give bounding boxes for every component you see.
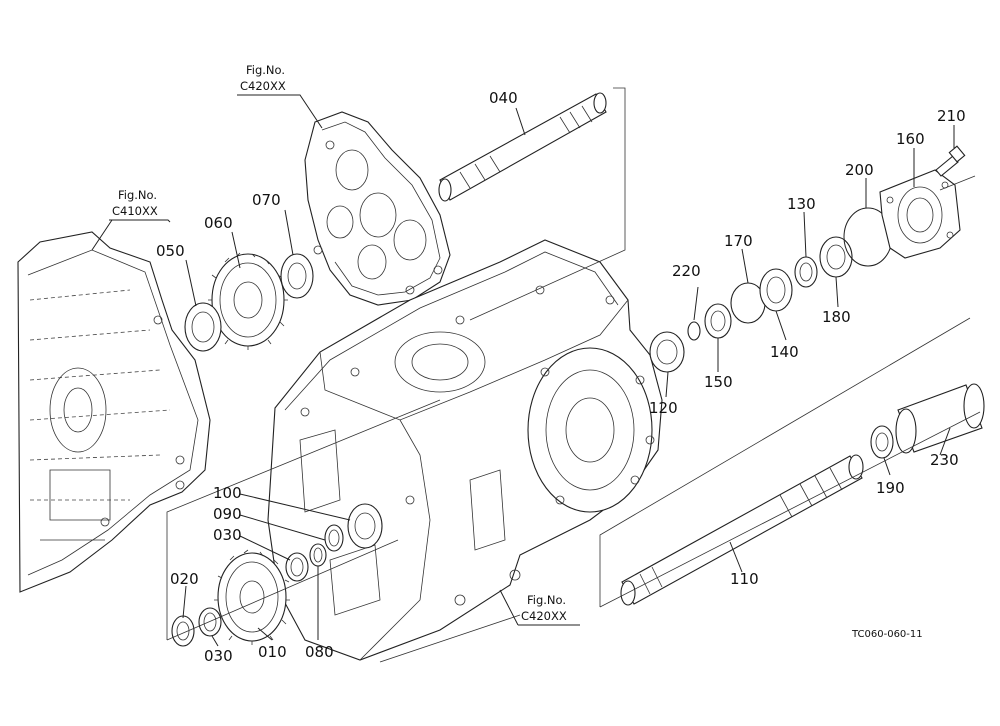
bearing-070 — [280, 253, 314, 299]
cover-plate — [304, 111, 451, 306]
needle-bearing-030b — [198, 607, 222, 637]
bearing-holder-160 — [879, 169, 961, 259]
label-130: 130 — [787, 195, 816, 213]
needle-bearing-030a — [285, 552, 309, 582]
label-230: 230 — [930, 451, 959, 469]
figure-ref-line1: Fig.No. — [527, 593, 566, 607]
shaft-110 — [620, 454, 864, 606]
label-100: 100 — [213, 484, 242, 502]
shaft-040 — [438, 92, 607, 202]
label-110: 110 — [730, 570, 759, 588]
ring-080 — [309, 543, 327, 567]
part-labels: 040 060 050 070 100 090 030 020 030 010 … — [156, 89, 966, 665]
needle-bearing-120 — [649, 331, 685, 373]
oil-seal-180 — [819, 236, 853, 278]
label-030-lower: 030 — [204, 647, 233, 665]
label-070: 070 — [252, 191, 281, 209]
bolt-210 — [935, 145, 966, 177]
gear-010 — [214, 549, 290, 645]
label-040: 040 — [489, 89, 518, 107]
label-210: 210 — [937, 107, 966, 125]
main-housing — [267, 239, 663, 661]
left-housing — [17, 231, 211, 593]
figure-ref-c420-bottom: Fig.No. C420XX — [499, 589, 580, 626]
label-060: 060 — [204, 214, 233, 232]
bearing-150 — [704, 303, 732, 339]
label-200: 200 — [845, 161, 874, 179]
figure-ref-line2: C420XX — [240, 79, 286, 93]
circlip-220 — [687, 321, 701, 341]
figure-ref-line2: C420XX — [521, 609, 567, 623]
sleeve-230 — [895, 383, 985, 454]
label-140: 140 — [770, 343, 799, 361]
label-180: 180 — [822, 308, 851, 326]
label-020: 020 — [170, 570, 199, 588]
figure-ref-line2: C410XX — [112, 204, 158, 218]
figure-ref-line1: Fig.No. — [246, 63, 285, 77]
reference-lines — [166, 87, 981, 663]
figure-ref-c410: Fig.No. C410XX — [91, 188, 171, 251]
label-010: 010 — [258, 643, 287, 661]
label-220: 220 — [672, 262, 701, 280]
label-080: 080 — [305, 643, 334, 661]
figure-ref-line1: Fig.No. — [118, 188, 157, 202]
label-190: 190 — [876, 479, 905, 497]
bearing-050 — [184, 302, 222, 352]
label-170: 170 — [724, 232, 753, 250]
label-160: 160 — [896, 130, 925, 148]
leader-lines — [182, 107, 955, 647]
label-030-upper: 030 — [213, 526, 242, 544]
collar-130 — [794, 256, 818, 288]
oil-seal-190 — [870, 425, 894, 459]
bearing-100 — [347, 503, 383, 549]
label-090: 090 — [213, 505, 242, 523]
label-150: 150 — [704, 373, 733, 391]
figure-ref-c420-top: Fig.No. C420XX — [237, 63, 323, 129]
drawing-code: TC060-060-11 — [851, 629, 923, 640]
gear-060 — [208, 252, 288, 350]
ring-090 — [324, 524, 344, 552]
label-120: 120 — [649, 399, 678, 417]
label-050: 050 — [156, 242, 185, 260]
washer-020 — [171, 615, 195, 647]
bearing-140 — [759, 268, 793, 312]
